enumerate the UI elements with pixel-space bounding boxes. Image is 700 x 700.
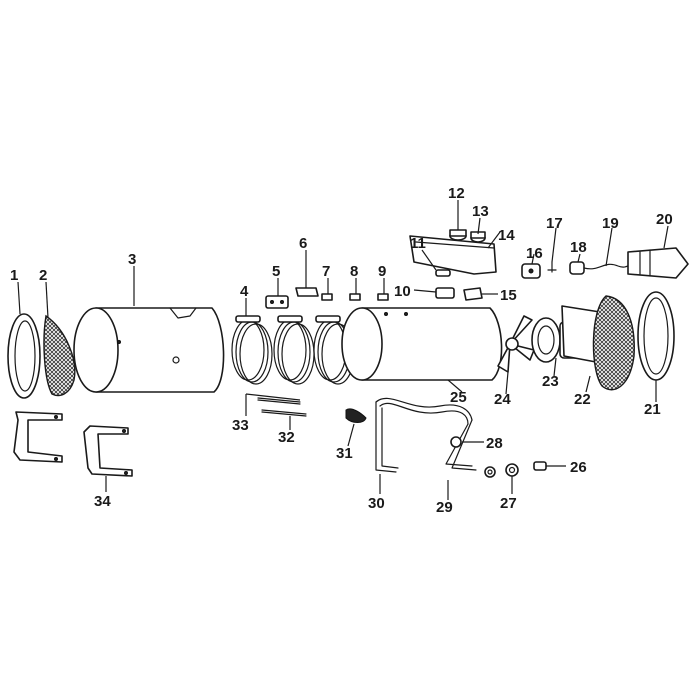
callout-9: 9: [378, 263, 386, 280]
callout-13: 13: [472, 203, 489, 220]
callout-15: 15: [500, 287, 517, 304]
part-12-knob: [449, 229, 467, 241]
callout-20: 20: [656, 211, 673, 228]
callout-29: 29: [436, 499, 453, 516]
callout-10: 10: [394, 283, 411, 300]
callout-25: 25: [450, 389, 467, 406]
part-18-cord-grommet: [569, 261, 585, 275]
part-21-rear-guard-ring: [637, 291, 675, 381]
part-25-inner-cylinder: [341, 307, 503, 381]
callout-5: 5: [272, 263, 280, 280]
part-28-knob: [450, 436, 462, 448]
callout-4: 4: [240, 283, 249, 300]
callout-27: 27: [500, 495, 517, 512]
callout-7: 7: [322, 263, 330, 280]
callout-14: 14: [498, 227, 515, 244]
callout-32: 32: [278, 429, 295, 446]
part-4-heating-coils: [231, 315, 355, 385]
callout-17: 17: [546, 215, 563, 232]
part-15-thermostat: [463, 287, 483, 301]
callout-26: 26: [570, 459, 587, 476]
callout-19: 19: [602, 215, 619, 232]
part-2-mesh-guard: [43, 314, 76, 397]
leader-lines: [17, 200, 669, 500]
callout-28: 28: [486, 435, 503, 452]
callout-21: 21: [644, 401, 661, 418]
callout-24: 24: [494, 391, 511, 408]
callout-34: 34: [94, 493, 111, 510]
callout-18: 18: [570, 239, 587, 256]
part-34-mounting-brackets: [13, 411, 133, 477]
callout-11: 11: [410, 235, 426, 252]
part-7-clip: [321, 293, 333, 301]
part-8-clip: [349, 293, 361, 301]
callout-22: 22: [574, 391, 591, 408]
callout-23: 23: [542, 373, 559, 390]
part-22-rear-mesh: [592, 295, 635, 391]
callout-1: 1: [10, 267, 18, 284]
part-27-washers: [484, 463, 519, 478]
part-24-fan-blade: [497, 315, 535, 373]
part-10-switch: [435, 287, 455, 299]
part-31-knob: [345, 408, 367, 423]
part-11-knob: [435, 269, 451, 277]
part-33-rod: [257, 397, 301, 405]
part-9-clip: [377, 293, 389, 301]
part-32-rod: [261, 409, 307, 417]
part-26-nut: [533, 461, 547, 471]
callout-16: 16: [526, 245, 543, 262]
callout-3: 3: [128, 251, 136, 268]
part-5-terminal-block: [265, 295, 289, 309]
callout-12: 12: [448, 185, 465, 202]
part-6-insulator-plate: [295, 287, 319, 297]
part-3-outer-shell: [73, 307, 225, 393]
callout-6: 6: [299, 235, 307, 252]
part-20-plug: [627, 247, 689, 279]
callout-33: 33: [232, 417, 249, 434]
part-17-screws: [547, 261, 557, 273]
callout-31: 31: [336, 445, 353, 462]
callout-8: 8: [350, 263, 358, 280]
callout-30: 30: [368, 495, 385, 512]
callout-labels: 1 2 3 4 5 6 7 8 9 10 11 12 13 14 15 16 1…: [10, 185, 673, 516]
callout-2: 2: [39, 267, 47, 284]
part-30-frame-stand: [375, 397, 477, 473]
part-16-relay: [521, 263, 541, 279]
part-1-front-guard-ring: [7, 313, 41, 399]
